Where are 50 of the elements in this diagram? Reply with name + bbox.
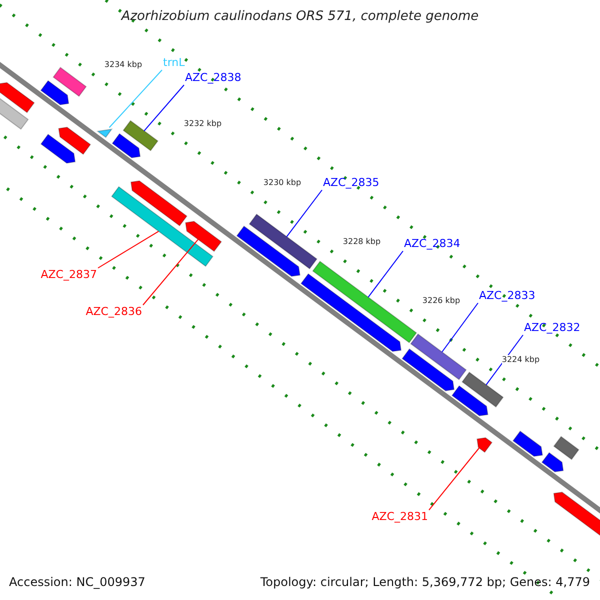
gene-block	[112, 133, 141, 158]
leader-line	[108, 70, 162, 128]
gene-label: AZC_2832	[524, 322, 580, 334]
title: Azorhizobium caulinodans ORS 571, complete genome	[120, 9, 480, 24]
tick-label: 3230 kbp	[263, 178, 302, 188]
leader-line	[428, 448, 480, 510]
gene-bar	[111, 186, 214, 267]
gene-block	[402, 348, 455, 392]
gene-block	[300, 273, 402, 352]
footer-text: Topology: circular; Length: 5,369,772 bp; Genes: 4,779	[260, 575, 590, 589]
gene-block	[476, 437, 493, 453]
leader-line	[442, 302, 478, 352]
tick-label: 3234 kbp	[104, 60, 142, 70]
leader-line	[368, 250, 404, 298]
gene-block	[130, 180, 188, 226]
gene-label: AZC_2837	[40, 269, 97, 281]
leader-line	[144, 84, 184, 132]
tick-label: 3226 kbp	[422, 296, 460, 306]
gene-block	[541, 452, 564, 472]
gene-block	[185, 220, 222, 252]
leader-line	[286, 190, 322, 238]
gene-block	[236, 226, 300, 277]
gene-label: AZC_2835	[323, 177, 380, 189]
gene-bar	[553, 436, 580, 460]
footer-text: Accession: NC_009937	[9, 575, 146, 589]
gene-label: AZC_2834	[404, 238, 460, 250]
leader-line	[142, 238, 199, 306]
gene-label: AZC_2833	[479, 290, 536, 302]
leader-line	[486, 334, 524, 386]
gene-bar	[410, 333, 467, 380]
gene-bar	[52, 66, 87, 97]
gene-label: trnL	[163, 57, 185, 69]
gene-triangle	[96, 128, 113, 138]
gene-block	[0, 82, 35, 114]
gene-label: AZC_2831	[372, 511, 428, 523]
gene-bar	[462, 372, 504, 408]
tick-label: 3224 kbp	[502, 355, 540, 366]
gene-block	[58, 126, 92, 155]
tick-label: 3228 kbp	[342, 237, 381, 248]
gene-label: AZC_2836	[86, 306, 142, 318]
gene-block	[512, 430, 543, 457]
gene-bar	[122, 120, 158, 152]
gene-bar	[312, 260, 418, 344]
gene-label: AZC_2838	[185, 72, 242, 84]
gene-block	[451, 385, 488, 416]
leader-line	[98, 230, 160, 268]
gene-block	[40, 80, 70, 106]
tick-label: 3232 kbp	[184, 119, 222, 130]
gene-bar	[248, 214, 318, 270]
gene-block	[40, 134, 76, 164]
